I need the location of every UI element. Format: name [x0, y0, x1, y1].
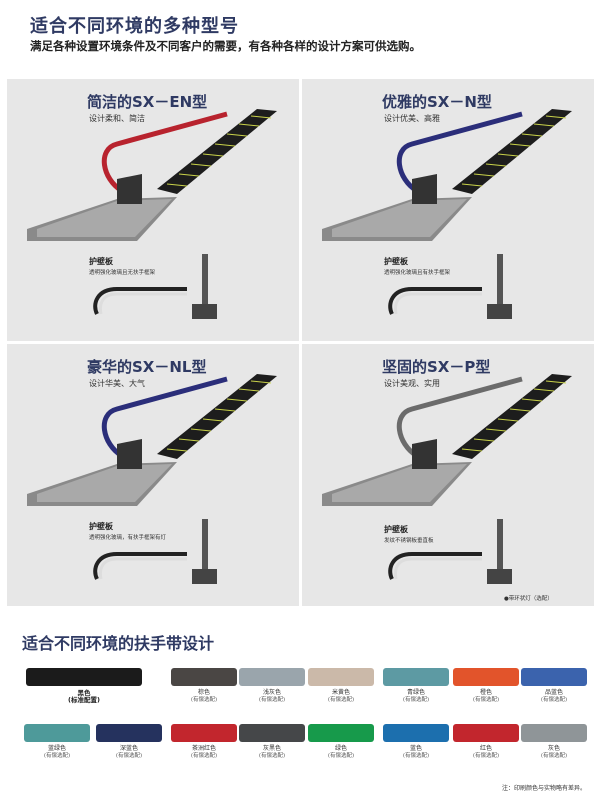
escalator-illustration: [322, 374, 572, 506]
swatch-chip: [24, 724, 90, 742]
swatch-note: (有偿选配): [472, 753, 500, 759]
swatch-note: (有偿选配): [327, 697, 355, 703]
swatch-chip: [171, 724, 237, 742]
swatch-chip: [26, 668, 142, 686]
panel-note-desc: 透明强化玻璃且无扶手框架: [89, 270, 156, 276]
swatch-note: (有偿选配): [472, 697, 500, 703]
model-desc: 设计华美、大气: [89, 379, 145, 388]
model-desc: 设计柔和、简洁: [89, 114, 145, 123]
swatch-name: 灰色: [547, 745, 560, 752]
swatch-orange: 橙色 (有偿选配): [453, 668, 519, 704]
page-subtitle: 满足各种设置环境条件及不同客户的需要，有各种各样的设计方案可供选购。: [30, 39, 421, 53]
panel-note-title: 护壁板: [89, 257, 113, 266]
model-desc: 设计优美、高雅: [384, 114, 440, 123]
swatch-chip: [453, 668, 519, 686]
swatch-note: (有偿选配): [190, 753, 218, 759]
swatch-chip: [521, 668, 587, 686]
swatch-name: 蓝色: [409, 745, 422, 752]
model-panel-sx-en: 简洁的SX－EN型 设计柔和、简洁 护壁板 透明强化玻璃且无扶手框架: [7, 79, 299, 341]
page-title: 适合不同环境的多种型号: [30, 16, 239, 37]
balustrade-detail: [388, 254, 512, 319]
swatch-name: 灰黑色: [262, 745, 281, 752]
swatch-name: 品蓝色: [544, 689, 563, 696]
swatch-name: 米黄色: [331, 689, 350, 696]
swatch-chip: [239, 668, 305, 686]
swatch-name: 蓝绿色: [47, 745, 66, 752]
swatch-light-gray: 浅灰色 (有偿选配): [239, 668, 305, 704]
handrail-section-title: 适合不同环境的扶手带设计: [22, 634, 215, 653]
swatch-note: (有偿选配): [327, 753, 355, 759]
swatch-green: 绿色 (有偿选配): [308, 724, 374, 760]
escalator-illustration: [27, 109, 277, 241]
swatch-chip: [96, 724, 162, 742]
swatch-note: (有偿选配): [258, 753, 286, 759]
model-desc: 设计美观、实用: [384, 379, 440, 388]
swatch-dark-blue: 深蓝色 (有偿选配): [96, 724, 162, 760]
swatch-red: 红色 (有偿选配): [453, 724, 519, 760]
swatch-name: 茶洲红色: [191, 745, 216, 752]
model-title: 优雅的SX－N型: [382, 93, 492, 111]
swatch-note: (有偿选配): [190, 697, 218, 703]
swatch-chip: [383, 668, 449, 686]
swatch-name: 绿色: [334, 745, 347, 752]
swatch-note: (有偿选配): [402, 753, 430, 759]
swatch-teal: 青绿色 (有偿选配): [383, 668, 449, 704]
swatch-note: (有偿选配): [115, 753, 143, 759]
escalator-illustration: [322, 109, 572, 241]
swatch-crimson: 茶洲红色 (有偿选配): [171, 724, 237, 760]
swatch-name: 红色: [479, 745, 492, 752]
swatch-black: 黑色 (标准配置): [26, 668, 142, 704]
model-title: 简洁的SX－EN型: [87, 93, 208, 111]
swatch-note: (有偿选配): [540, 697, 568, 703]
balustrade-detail: [388, 519, 512, 584]
panel-note-title: 护壁板: [384, 257, 408, 266]
footnote: 注：印刷颜色与实物略有差异。: [501, 785, 586, 792]
swatch-chip: [308, 668, 374, 686]
swatch-chip: [239, 724, 305, 742]
model-panel-sx-p: 坚固的SX－P型 设计美观、实用 护壁板 发纹不锈钢板垂直板 ●带环状灯（选配）: [302, 344, 594, 606]
swatch-name: 橙色: [479, 689, 492, 696]
panel-note-desc: 发纹不锈钢板垂直板: [384, 538, 434, 544]
swatch-note: (有偿选配): [402, 697, 430, 703]
swatch-chip: [521, 724, 587, 742]
swatch-name: 浅灰色: [262, 689, 281, 696]
swatch-gray: 灰色 (有偿选配): [521, 724, 587, 760]
swatch-chip: [171, 668, 237, 686]
escalator-illustration: [27, 374, 277, 506]
panel-note-title: 护壁板: [384, 525, 408, 534]
balustrade-detail: [93, 519, 217, 584]
swatch-charcoal: 灰黑色 (有偿选配): [239, 724, 305, 760]
swatch-note: (有偿选配): [540, 753, 568, 759]
panel-note-desc: 透明强化玻璃且有扶手框架: [384, 270, 451, 276]
model-title: 豪华的SX－NL型: [87, 358, 207, 376]
swatch-chip: [453, 724, 519, 742]
swatch-beige: 米黄色 (有偿选配): [308, 668, 374, 704]
swatch-blue: 蓝色 (有偿选配): [383, 724, 449, 760]
ring-light-note: ●带环状灯（选配）: [504, 596, 553, 602]
swatch-note: (有偿选配): [43, 753, 71, 759]
swatch-brown: 棕色 (有偿选配): [171, 668, 237, 704]
balustrade-detail: [93, 254, 217, 319]
swatch-chip: [308, 724, 374, 742]
model-panel-sx-n: 优雅的SX－N型 设计优美、高雅 护壁板 透明强化玻璃且有扶手框架: [302, 79, 594, 341]
panel-note-desc: 透明强化玻璃，有扶手框架有灯: [89, 535, 167, 541]
swatch-royal-blue: 品蓝色 (有偿选配): [521, 668, 587, 704]
model-panel-sx-nl: 豪华的SX－NL型 设计华美、大气 护壁板 透明强化玻璃，有扶手框架有灯: [7, 344, 299, 606]
swatch-chip: [383, 724, 449, 742]
swatch-note: (有偿选配): [258, 697, 286, 703]
model-title: 坚固的SX－P型: [382, 358, 491, 376]
swatch-name: 深蓝色: [119, 745, 138, 752]
swatch-name: 青绿色: [406, 689, 425, 696]
panel-note-title: 护壁板: [89, 522, 113, 531]
swatch-note: (标准配置): [68, 696, 100, 704]
swatch-name: 棕色: [197, 689, 210, 696]
swatch-blue-green: 蓝绿色 (有偿选配): [24, 724, 90, 760]
swatch-name: 黑色: [77, 689, 91, 697]
